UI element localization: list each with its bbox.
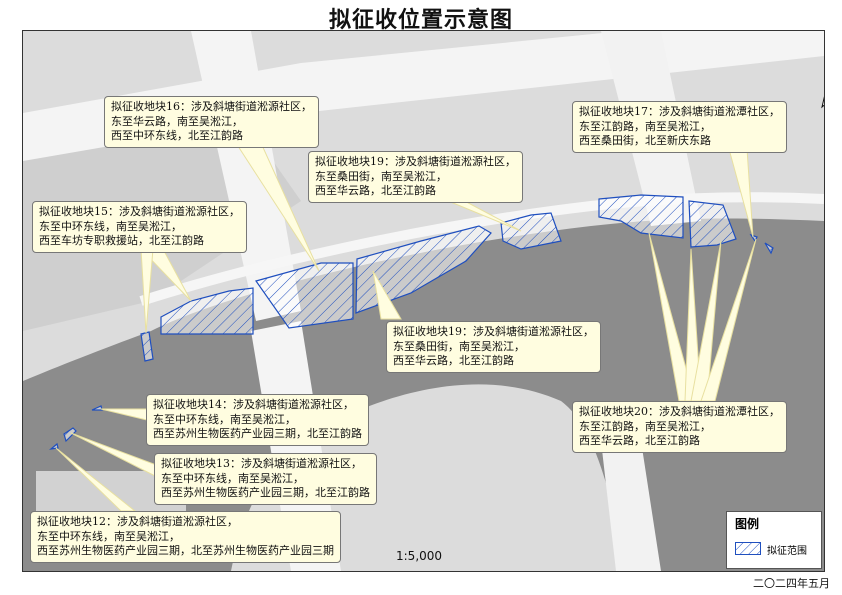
callout-line: 东至中环东线，南至吴淞江，	[153, 412, 296, 426]
callout-line: 拟征收地块15：涉及斜塘街道淞源社区，	[39, 205, 240, 218]
north-arrow: N	[818, 63, 824, 111]
callout-parcel-17: 拟征收地块17：涉及斜塘街道淞潭社区， 东至江韵路，南至吴淞江， 西至桑田街，北…	[572, 101, 787, 153]
callout-parcel-16: 拟征收地块16：涉及斜塘街道淞源社区， 东至华云路，南至吴淞江， 西至中环东线，…	[104, 96, 319, 148]
callout-parcel-14: 拟征收地块14：涉及斜塘街道淞源社区， 东至中环东线，南至吴淞江， 西至苏州生物…	[146, 394, 369, 446]
callout-line: 东至江韵路，南至吴淞江，	[579, 419, 711, 433]
callout-line: 拟征收地块14：涉及斜塘街道淞源社区，	[153, 398, 354, 411]
callout-line: 东至华云路，南至吴淞江，	[111, 114, 243, 128]
north-arrow-icon: N	[821, 96, 824, 109]
legend-swatch	[735, 542, 761, 555]
callout-parcel-19-south: 拟征收地块19：涉及斜塘街道淞源社区， 东至桑田街，南至吴淞江， 西至华云路，北…	[386, 321, 601, 373]
callout-line: 西至苏州生物医药产业园三期，北至苏州生物医药产业园三期	[37, 544, 334, 557]
callout-line: 拟征收地块13：涉及斜塘街道淞源社区，	[161, 457, 362, 470]
callout-line: 西至车坊专职救援站，北至江韵路	[39, 234, 204, 247]
leader-19b	[372, 270, 402, 320]
parcel[interactable]	[764, 242, 774, 255]
callout-line: 拟征收地块12：涉及斜塘街道淞源社区，	[37, 515, 238, 528]
legend: 图例 拟征范围	[726, 511, 822, 569]
callout-line: 东至中环东线，南至吴淞江，	[37, 529, 180, 543]
callout-line: 东至江韵路，南至吴淞江，	[579, 119, 711, 133]
map-title: 拟征收位置示意图	[328, 8, 513, 33]
parcel[interactable]	[688, 200, 737, 248]
parcel[interactable]	[91, 405, 103, 411]
callout-line: 拟征收地块17：涉及斜塘街道淞潭社区，	[579, 105, 780, 118]
callout-line: 拟征收地块19：涉及斜塘街道淞源社区，	[393, 325, 594, 338]
parcel[interactable]	[255, 262, 354, 329]
parcel[interactable]	[500, 212, 562, 250]
parcel[interactable]	[63, 427, 77, 443]
scale-text: 1:5,000	[396, 549, 443, 563]
road-south-east	[601, 441, 661, 571]
parcel[interactable]	[355, 225, 492, 314]
date-text: 二〇二四年五月	[753, 577, 830, 590]
callout-line: 西至桑田街，北至新庆东路	[579, 134, 711, 147]
callout-line: 东至中环东线，南至吴淞江，	[161, 471, 304, 485]
callout-line: 东至中环东线，南至吴淞江，	[39, 219, 182, 233]
parcels	[48, 194, 774, 450]
callout-line: 拟征收地块19：涉及斜塘街道淞源社区，	[315, 155, 516, 168]
callout-parcel-12: 拟征收地块12：涉及斜塘街道淞源社区， 东至中环东线，南至吴淞江， 西至苏州生物…	[30, 511, 341, 563]
callout-parcel-13: 拟征收地块13：涉及斜塘街道淞源社区， 东至中环东线，南至吴淞江， 西至苏州生物…	[154, 453, 377, 505]
callout-line: 西至苏州生物医药产业园三期，北至江韵路	[153, 427, 362, 440]
callout-line: 西至中环东线，北至江韵路	[111, 129, 243, 142]
callout-line: 拟征收地块16：涉及斜塘街道淞源社区，	[111, 100, 312, 113]
legend-item-label: 拟征范围	[767, 546, 807, 557]
callout-line: 拟征收地块20：涉及斜塘街道淞潭社区，	[579, 405, 780, 418]
callout-line: 西至苏州生物医药产业园三期，北至江韵路	[161, 486, 370, 499]
road-cross-south	[251, 321, 341, 571]
callout-line: 东至桑田街，南至吴淞江，	[315, 169, 447, 183]
legend-title: 图例	[735, 517, 760, 531]
callout-parcel-19-north: 拟征收地块19：涉及斜塘街道淞源社区， 东至桑田街，南至吴淞江， 西至华云路，北…	[308, 151, 523, 203]
callout-line: 西至华云路，北至江韵路	[579, 434, 700, 447]
callout-line: 西至华云路，北至江韵路	[393, 354, 514, 367]
parcel[interactable]	[598, 194, 684, 239]
callout-parcel-20: 拟征收地块20：涉及斜塘街道淞潭社区， 东至江韵路，南至吴淞江， 西至华云路，北…	[572, 401, 787, 453]
callout-line: 西至华云路，北至江韵路	[315, 184, 436, 197]
callout-parcel-15: 拟征收地块15：涉及斜塘街道淞源社区， 东至中环东线，南至吴淞江， 西至车坊专职…	[32, 201, 247, 253]
callout-line: 东至桑田街，南至吴淞江，	[393, 339, 525, 353]
